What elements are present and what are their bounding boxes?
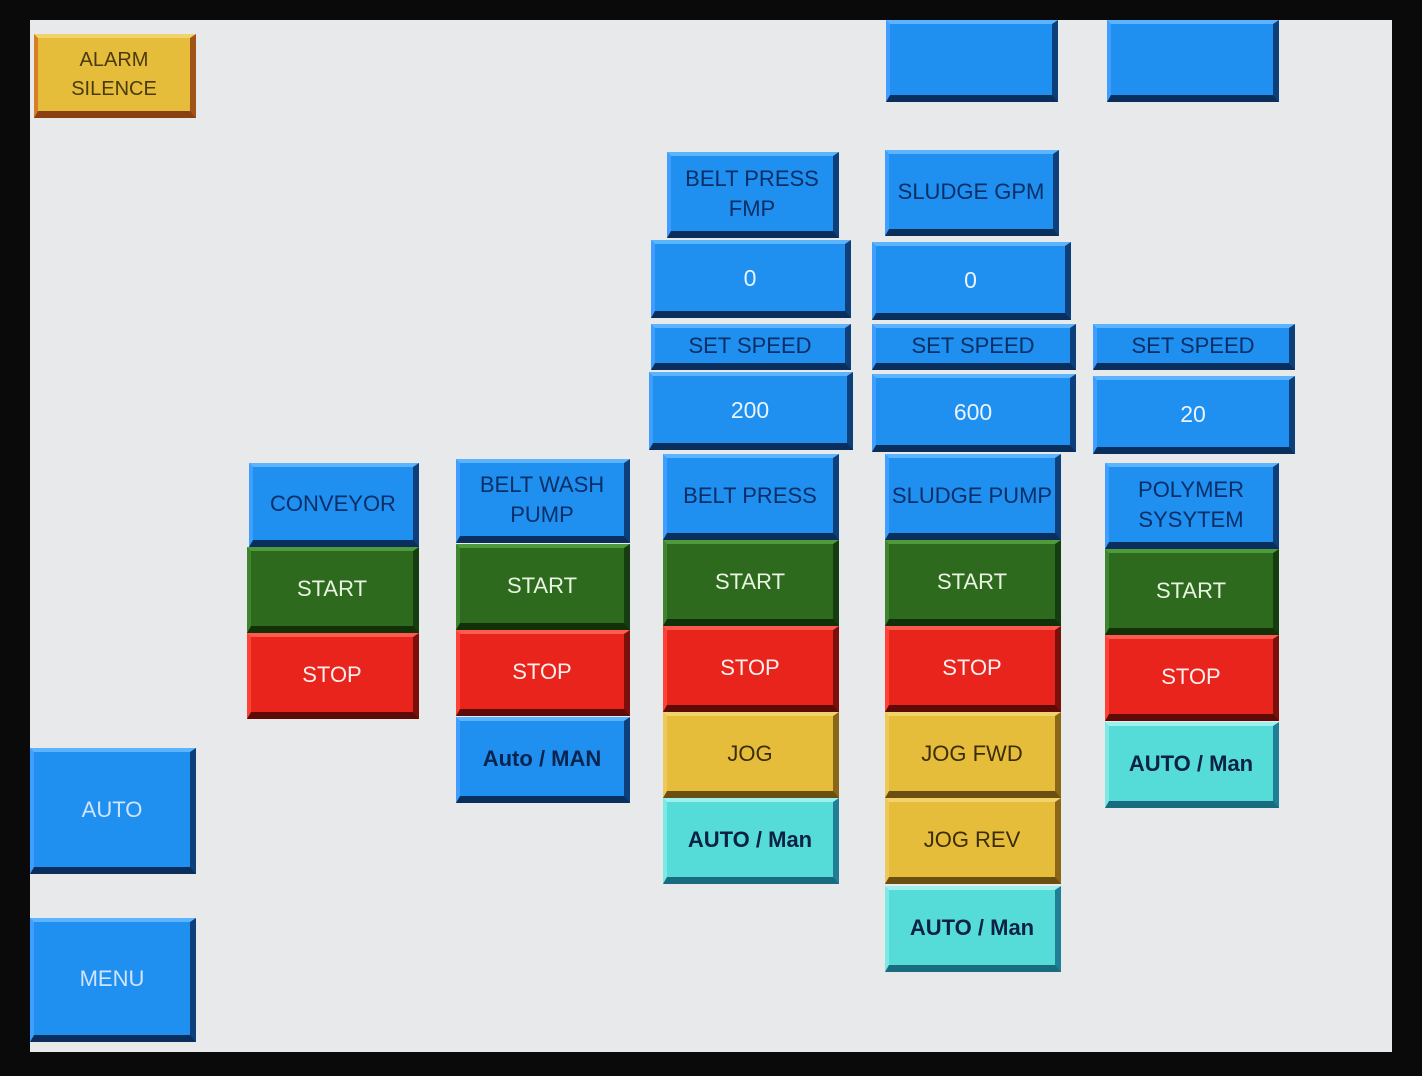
belt-press-set-speed-input[interactable]: 200 xyxy=(649,372,853,450)
belt-press-start-button[interactable]: START xyxy=(663,540,839,626)
polymer-system-stop-button[interactable]: STOP xyxy=(1105,635,1279,721)
sludge-set-speed-input[interactable]: 600 xyxy=(872,374,1076,452)
sludge-pump-start-button[interactable]: START xyxy=(885,540,1061,626)
belt-press-set-speed-label: SET SPEED xyxy=(651,324,851,370)
sludge-set-speed-label: SET SPEED xyxy=(872,324,1076,370)
polymer-system-mode-toggle[interactable]: AUTO / Man xyxy=(1105,722,1279,808)
sludge-gpm-label: SLUDGE GPM xyxy=(885,150,1059,236)
sludge-pump-mode-toggle[interactable]: AUTO / Man xyxy=(885,886,1061,972)
hmi-screen: ALARM SILENCE BELT PRESS FMP 0 SET SPEED… xyxy=(30,20,1392,1052)
sludge-pump-jog-fwd-button[interactable]: JOG FWD xyxy=(885,712,1061,798)
conveyor-stop-button[interactable]: STOP xyxy=(247,633,419,719)
belt-wash-pump-start-button[interactable]: START xyxy=(456,544,630,630)
conveyor-start-button[interactable]: START xyxy=(247,547,419,633)
sludge-pump-jog-rev-button[interactable]: JOG REV xyxy=(885,798,1061,884)
belt-press-title: BELT PRESS xyxy=(663,454,839,540)
polymer-set-speed-input[interactable]: 20 xyxy=(1093,376,1295,454)
belt-wash-pump-stop-button[interactable]: STOP xyxy=(456,630,630,716)
top-blank-button-2[interactable] xyxy=(1107,20,1279,102)
polymer-system-title: POLYMER SYSYTEM xyxy=(1105,463,1279,549)
belt-press-fmp-value: 0 xyxy=(651,240,851,318)
sludge-gpm-value: 0 xyxy=(872,242,1071,320)
belt-wash-pump-title: BELT WASH PUMP xyxy=(456,459,630,543)
belt-press-fmp-label: BELT PRESS FMP xyxy=(667,152,839,238)
belt-wash-pump-mode-toggle[interactable]: Auto / MAN xyxy=(456,717,630,803)
menu-nav-button[interactable]: MENU xyxy=(30,918,196,1042)
polymer-system-start-button[interactable]: START xyxy=(1105,549,1279,635)
polymer-set-speed-label: SET SPEED xyxy=(1093,324,1295,370)
belt-press-mode-toggle[interactable]: AUTO / Man xyxy=(663,798,839,884)
conveyor-title: CONVEYOR xyxy=(249,463,419,547)
belt-press-stop-button[interactable]: STOP xyxy=(663,626,839,712)
belt-press-jog-button[interactable]: JOG xyxy=(663,712,839,798)
sludge-pump-title: SLUDGE PUMP xyxy=(885,454,1061,540)
top-blank-button-1[interactable] xyxy=(886,20,1058,102)
alarm-silence-button[interactable]: ALARM SILENCE xyxy=(34,34,196,118)
sludge-pump-stop-button[interactable]: STOP xyxy=(885,626,1061,712)
auto-nav-button[interactable]: AUTO xyxy=(30,748,196,874)
